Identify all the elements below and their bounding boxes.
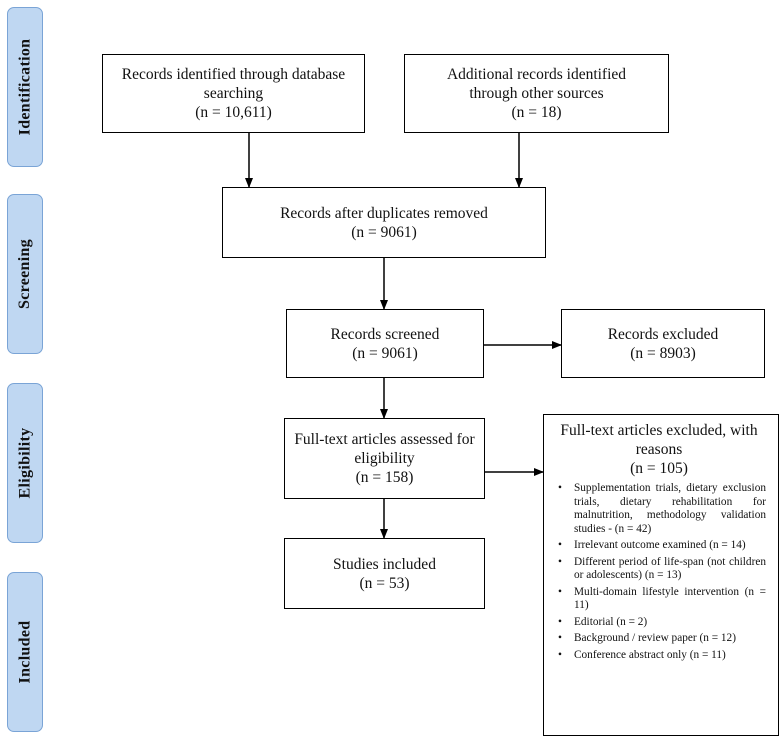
exclusion-reason: Supplementation trials, dietary exclusio…	[558, 482, 766, 536]
stage-eligibility: Eligibility	[7, 383, 43, 543]
exclusion-reason: Editorial (n = 2)	[558, 616, 766, 630]
box-after-duplicates-label: Records after duplicates removed	[280, 204, 488, 222]
box-fulltext-assessed-count: (n = 158)	[355, 469, 414, 486]
box-records-screened-count: (n = 9061)	[352, 344, 418, 362]
box-other-sources: Additional records identified through ot…	[404, 54, 669, 133]
box-after-duplicates-count: (n = 9061)	[351, 223, 417, 241]
exclusion-reason: Different period of life-span (not child…	[558, 556, 766, 583]
box-records-screened-label: Records screened	[330, 325, 440, 343]
stage-identification: Identification	[7, 7, 43, 167]
box-fulltext-assessed: Full-text articles assessed for eligibil…	[284, 418, 485, 499]
exclusion-reason: Background / review paper (n = 12)	[558, 632, 766, 646]
box-records-screened: Records screened (n = 9061)	[286, 309, 484, 378]
exclusion-reason: Irrelevant outcome examined (n = 14)	[558, 539, 766, 553]
box-database-records-label: Records identified through database sear…	[121, 66, 346, 102]
box-after-duplicates: Records after duplicates removed (n = 90…	[222, 187, 546, 258]
stage-included: Included	[7, 572, 43, 732]
fulltext-excluded-count: (n = 105)	[630, 460, 688, 477]
stage-screening: Screening	[7, 194, 43, 354]
box-studies-included-label: Studies included	[333, 555, 436, 573]
box-database-records-count: (n = 10,611)	[195, 104, 272, 121]
box-records-excluded-label: Records excluded	[607, 325, 719, 343]
box-records-excluded: Records excluded (n = 8903)	[561, 309, 765, 378]
exclusion-reasons-list: Supplementation trials, dietary exclusio…	[552, 482, 766, 662]
exclusion-reason: Multi-domain lifestyle intervention (n =…	[558, 586, 766, 613]
box-studies-included-count: (n = 53)	[359, 574, 410, 592]
box-fulltext-assessed-label: Full-text articles assessed for eligibil…	[294, 431, 475, 467]
box-fulltext-excluded: Full-text articles excluded, with reason…	[543, 414, 779, 736]
fulltext-excluded-title: Full-text articles excluded, with reason…	[560, 422, 758, 458]
box-database-records: Records identified through database sear…	[102, 54, 365, 133]
box-records-excluded-count: (n = 8903)	[630, 344, 696, 362]
box-other-sources-label: Additional records identified through ot…	[446, 66, 627, 102]
exclusion-reason: Conference abstract only (n = 11)	[558, 649, 766, 663]
box-other-sources-count: (n = 18)	[511, 104, 562, 121]
box-studies-included: Studies included (n = 53)	[284, 538, 485, 609]
